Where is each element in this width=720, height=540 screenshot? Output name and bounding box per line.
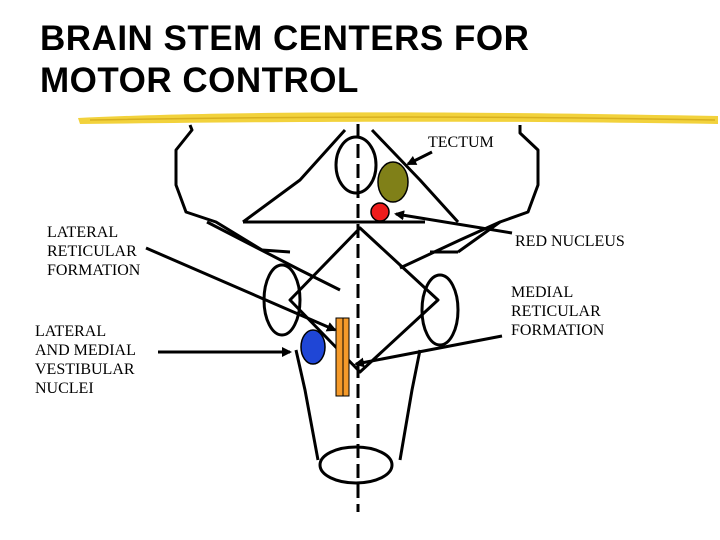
nuclei <box>300 161 409 397</box>
medulla-oval <box>318 445 394 485</box>
structure-ovals <box>262 135 460 485</box>
tectum-arrow <box>406 150 433 166</box>
brainstem-outline <box>174 124 540 461</box>
right-peduncle-oval <box>420 273 460 347</box>
pointer-arrows <box>145 150 513 368</box>
slide-title: BRAIN STEM CENTERS FOR MOTOR CONTROL <box>40 19 530 100</box>
tectum-nucleus <box>377 161 409 203</box>
label-vestibular-nuclei: LATERAL AND MEDIAL VESTIBULAR NUCLEI <box>35 323 136 397</box>
title-underline <box>78 112 718 124</box>
tectum-oval <box>334 135 378 195</box>
reticular-column-left <box>335 317 344 397</box>
vestibular-nucleus <box>300 329 326 365</box>
red-nucleus <box>370 202 390 222</box>
medial-reticular-arrow <box>354 334 503 368</box>
label-lateral-reticular-formation: LATERAL RETICULAR FORMATION <box>47 224 141 279</box>
lateral-reticular-arrow <box>145 246 337 332</box>
label-tectum: TECTUM <box>428 134 494 151</box>
red-nucleus-arrow <box>394 210 513 235</box>
reticular-column-right <box>342 317 350 397</box>
label-red-nucleus: RED NUCLEUS <box>515 233 625 250</box>
label-medial-reticular-formation: MEDIAL RETICULAR FORMATION <box>511 284 605 339</box>
